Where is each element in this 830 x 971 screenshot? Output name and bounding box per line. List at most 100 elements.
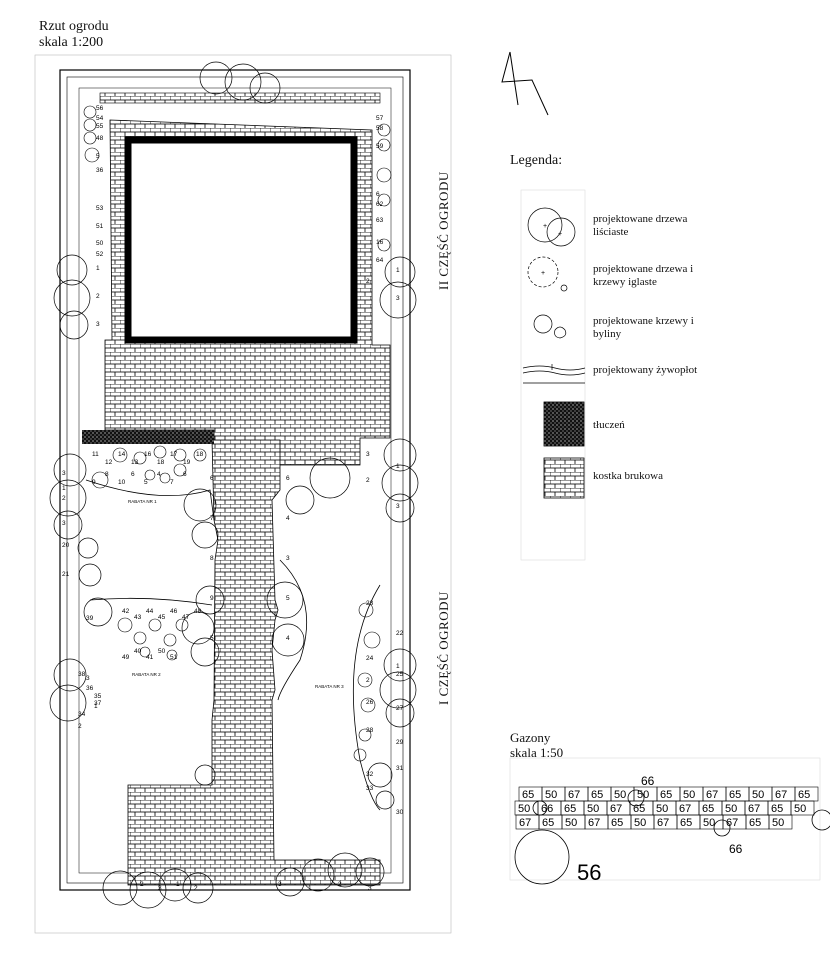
tree (190, 637, 220, 667)
tree (379, 281, 417, 319)
plant-number-label: 55 (96, 123, 104, 130)
shrub (139, 646, 151, 658)
shrub (377, 123, 391, 137)
bed-name-1: RABATA NR 1 (128, 499, 157, 504)
plant-number-label: 54 (96, 115, 104, 122)
paver-cell (790, 800, 815, 816)
tree (285, 485, 315, 515)
gazony-big-label: 56 (577, 860, 601, 885)
plant-number-label: 2 (366, 677, 370, 684)
shrub (353, 748, 367, 762)
plant-number-label: 2 (62, 495, 66, 502)
tree (385, 493, 415, 523)
plant-number-label: 16 (376, 239, 384, 246)
plant-number-label: 47 (182, 614, 190, 621)
plant-number-label: 7 (210, 515, 214, 522)
plant-number-label: 16 (144, 451, 152, 458)
tree (78, 563, 102, 587)
plant-number-label: 12 (105, 459, 113, 466)
paver-number: 65 (542, 817, 554, 829)
plant-number-label: 13 (131, 459, 139, 466)
shrub (363, 631, 381, 649)
legend-label-shrub: projektowane krzewy i byliny (593, 315, 694, 340)
plant-number-label: 41 (146, 654, 154, 661)
plant-number-label: 3 (62, 470, 66, 477)
gazony-marker-circle (713, 819, 731, 837)
north-arrow-icon (501, 51, 549, 116)
plant-number-label: 50 (96, 240, 104, 247)
tree (301, 858, 335, 892)
paver-number: 65 (522, 789, 534, 801)
tree (355, 857, 385, 887)
plot-boundary-outer (59, 69, 411, 891)
plant-number-label: 3 (278, 881, 282, 888)
gazony-marker-circle (514, 829, 570, 885)
paver-number: 65 (771, 803, 783, 815)
tree (129, 871, 167, 909)
plant-number-label: 2 (366, 278, 370, 285)
shrub (91, 471, 109, 489)
paver-number: 50 (545, 789, 557, 801)
shrub (148, 618, 162, 632)
shrub (377, 238, 391, 252)
shrub (358, 728, 372, 742)
plan-scale: skala 1:200 (39, 35, 104, 50)
plant-number-label: 7 (170, 479, 174, 486)
shrub (166, 649, 178, 661)
tree (381, 464, 419, 502)
legend-symbol-hedge (522, 364, 586, 384)
bed-2-edge (89, 597, 213, 606)
shrub (133, 451, 147, 465)
paver-number: 50 (752, 789, 764, 801)
tree (53, 279, 91, 317)
tree (327, 852, 363, 888)
plant-labels: 5654554853653515052123312320213937383635… (62, 105, 404, 892)
paver-number: 50 (587, 803, 599, 815)
paver-cell (768, 814, 793, 830)
shrub (117, 617, 133, 633)
shrub (376, 167, 392, 183)
paver-number: 50 (634, 817, 646, 829)
plant-number-label: 2 (194, 885, 198, 892)
tree (59, 310, 89, 340)
sheet-frame (34, 54, 452, 934)
gazony-markers (514, 789, 830, 885)
plant-number-label: 42 (122, 608, 130, 615)
tree (367, 762, 393, 788)
plant-number-label: 3 (286, 555, 290, 562)
tree (379, 671, 417, 709)
plant-number-label: 20 (62, 542, 70, 549)
tree (309, 457, 351, 499)
plant-number-label: 14 (118, 451, 126, 458)
plant-number-label: 50 (158, 648, 166, 655)
shrub (159, 472, 171, 484)
svg-text:+: + (541, 270, 545, 277)
shrub (193, 448, 207, 462)
section-label-lower: I CZĘŚĆ OGRODU (436, 591, 451, 705)
plant-number-label: 51 (170, 654, 178, 661)
gazony-marker-circle (811, 809, 830, 831)
shrub (112, 447, 128, 463)
paver-number: 67 (706, 789, 718, 801)
plant-number-label: 2 (140, 881, 144, 888)
plant-number-label: 56 (96, 105, 104, 112)
tree (56, 254, 88, 286)
gazony-scale: skala 1:50 (510, 745, 564, 760)
paving-central-path (127, 439, 381, 886)
shrub (144, 469, 156, 481)
tree (384, 256, 416, 288)
plant-number-label: 51 (96, 223, 104, 230)
plant-number-label: 17 (170, 451, 178, 458)
paver-number: 50 (725, 803, 737, 815)
shrub (377, 138, 391, 152)
plan-title: Rzut ogrodu (39, 19, 109, 34)
tree (182, 872, 214, 904)
plant-number-label: 3 (86, 675, 90, 682)
tree (383, 648, 417, 682)
plant-number-label: 5 (96, 153, 100, 160)
tree (49, 684, 87, 722)
paver-number: 50 (772, 817, 784, 829)
plant-number-label: 9 (92, 479, 96, 486)
plant-number-label: 1 (94, 703, 98, 710)
